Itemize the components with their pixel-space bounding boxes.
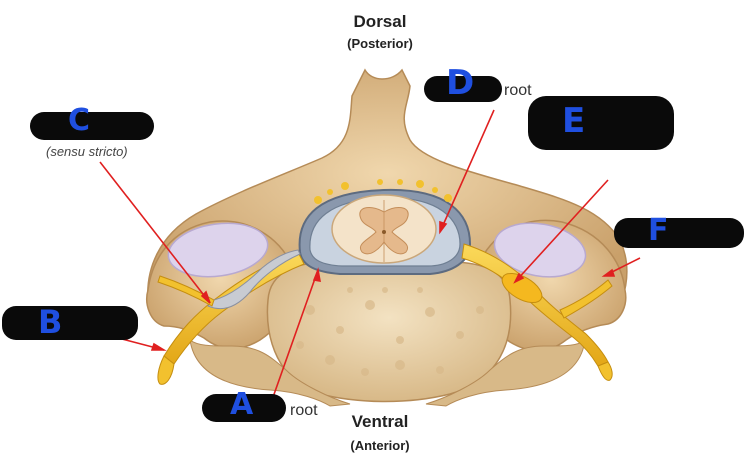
posterior-label: (Posterior)	[347, 36, 413, 51]
epidural-fat	[314, 179, 452, 204]
redaction-f	[614, 218, 744, 248]
redaction-e	[528, 96, 674, 150]
redaction-c	[30, 112, 154, 140]
vertebral-body	[266, 261, 512, 403]
redaction-b	[2, 306, 138, 340]
articular-facet-left	[167, 222, 269, 278]
pointer-lines	[99, 109, 641, 401]
articular-facet-right	[493, 222, 587, 278]
handwritten-letter-b: B	[38, 303, 63, 341]
ventral-root-label: root	[290, 402, 318, 419]
handwritten-letter-f: F	[648, 213, 669, 248]
dorsal-root-ganglion	[501, 272, 543, 304]
dorsal-label: Dorsal	[353, 12, 407, 31]
handwritten-letter-e: E	[562, 101, 586, 141]
handwritten-letter-c: C	[68, 103, 91, 138]
ventral-label: Ventral	[351, 412, 409, 431]
sensu-stricto-label: (sensu stricto)	[46, 144, 128, 159]
redaction-a	[202, 394, 286, 422]
trabecular-texture	[296, 287, 484, 376]
handwritten-letter-d: D	[446, 63, 475, 103]
handwritten-letter-a: A	[230, 387, 254, 422]
body-rim-lower	[189, 338, 351, 407]
dorsal-root-label: root	[504, 82, 532, 99]
anterior-label: (Anterior)	[350, 438, 410, 453]
redaction-d	[424, 76, 502, 102]
